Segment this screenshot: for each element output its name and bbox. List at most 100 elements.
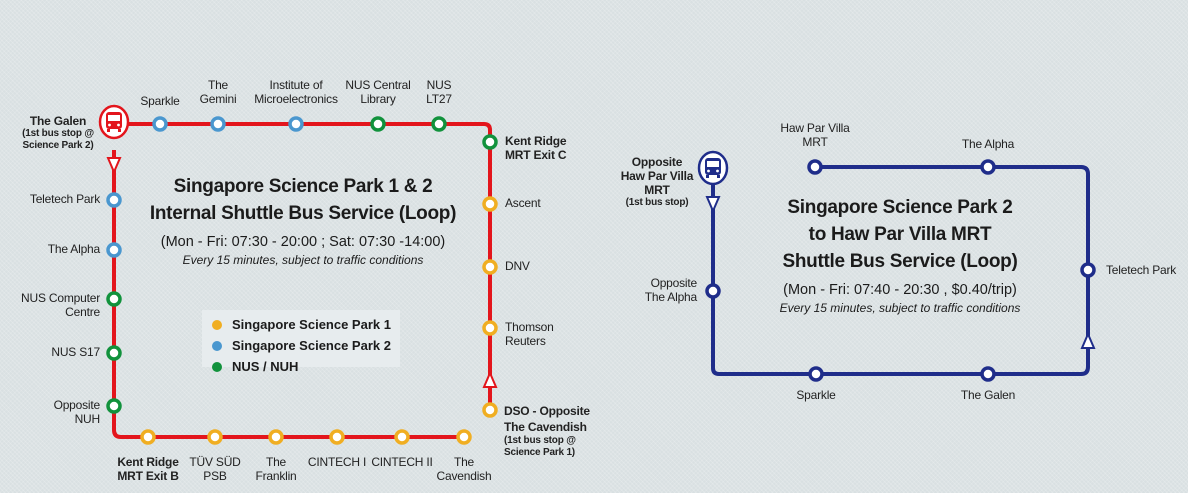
stop-name-l1: NUS Computer: [21, 291, 100, 305]
stop-name: The Galen: [29, 114, 87, 128]
route1-title-line2: Internal Shuttle Bus Service (Loop): [149, 203, 457, 224]
stop-name-l2: Microelectronics: [254, 92, 338, 106]
stop-marker: [207, 429, 223, 445]
stop-label-the-galen: The Galen: [961, 388, 1015, 402]
stop-marker: [431, 116, 447, 132]
stop-name-l2: Library: [360, 92, 396, 106]
stop-marker: [705, 283, 721, 299]
stop-name-l2: Franklin: [255, 469, 297, 483]
stop-name-l2: PSB: [203, 469, 227, 483]
route2-title-line1: Singapore Science Park 2: [787, 197, 1013, 218]
stop-marker: [106, 345, 122, 361]
legend-item-park1: Singapore Science Park 1: [212, 314, 400, 335]
stop-marker: [482, 196, 498, 212]
route2-line: [711, 165, 1090, 376]
legend-label: Singapore Science Park 2: [232, 338, 391, 353]
stop-marker: [482, 402, 498, 418]
stop-label-sparkle: Sparkle: [140, 94, 179, 108]
stop-name-l1: NUS: [426, 78, 452, 92]
route2-title-line2: to Haw Par Villa MRT: [808, 224, 992, 245]
stop-marker: [106, 242, 122, 258]
stop-label-the-alpha: The Alpha: [962, 137, 1014, 151]
route2-title-block: Singapore Science Park 2 to Haw Par Vill…: [780, 194, 1021, 316]
legend-item-nus: NUS / NUH: [212, 356, 400, 377]
legend-label: Singapore Science Park 1: [232, 317, 391, 332]
stop-label-teletech-park: Teletech Park: [30, 192, 100, 206]
route1-title-block: Singapore Science Park 1 & 2 Internal Sh…: [149, 173, 457, 268]
bus-icon: [98, 104, 130, 140]
stop-marker: [482, 134, 498, 150]
legend-label: NUS / NUH: [232, 359, 299, 374]
route1-title-line1: Singapore Science Park 1 & 2: [173, 176, 433, 197]
stop-label-opposite-haw-par-villa-mrt: Opposite Haw Par Villa MRT (1st bus stop…: [621, 155, 694, 209]
stop-name-l1: CINTECH I: [307, 455, 367, 469]
direction-arrow-up-icon: [1080, 331, 1096, 349]
stop-marker: [482, 320, 498, 336]
stop-name-l1: Ascent: [505, 196, 541, 210]
stop-marker: [807, 159, 823, 175]
route2-title-line3: Shuttle Bus Service (Loop): [782, 251, 1018, 272]
stop-marker: [482, 259, 498, 275]
stop-name-l1: TÜV SÜD: [189, 455, 241, 469]
stop-name-line3: MRT: [644, 183, 670, 197]
stop-name-l2: Cavendish: [436, 469, 492, 483]
stop-marker: [1080, 262, 1096, 278]
stop-name-l1: Teletech Park: [29, 192, 100, 206]
legend-dot-icon: [212, 319, 222, 330]
stop-name-l1: The: [207, 78, 229, 92]
legend: Singapore Science Park 1 Singapore Scien…: [202, 310, 400, 374]
stop-marker: [106, 192, 122, 208]
stop-name-l1: CINTECH II: [371, 455, 433, 469]
stop-label-teletech-park: Teletech Park: [1106, 263, 1176, 277]
stop-label-the-alpha: The Alpha: [48, 242, 100, 256]
stop-name-l1: Thomson: [505, 320, 554, 334]
stop-name-l1: Haw Par Villa: [780, 121, 850, 135]
legend-dot-icon: [212, 340, 222, 351]
stop-name-l2: LT27: [426, 92, 452, 106]
stop-label-cintech-ii: CINTECH II: [371, 455, 433, 469]
stop-name-l2: MRT: [802, 135, 828, 149]
stop-marker: [140, 429, 156, 445]
stop-name-l2: Reuters: [505, 334, 546, 348]
stop-marker: [106, 398, 122, 414]
route1-hours: (Mon - Fri: 07:30 - 20:00 ; Sat: 07:30 -…: [160, 234, 446, 250]
stop-label-dnv: DNV: [505, 259, 530, 273]
stop-name-l2: The Alpha: [644, 290, 697, 304]
first-stop-note-line2: Science Park 1): [504, 447, 575, 458]
stop-name-l2: Centre: [65, 305, 100, 319]
stop-name-line1: DSO - Opposite: [504, 404, 590, 418]
legend-dot-icon: [212, 361, 222, 372]
stop-name-l1: Teletech Park: [1106, 263, 1177, 277]
stop-label-the-galen: The Galen (1st bus stop @ Science Park 2…: [12, 114, 104, 152]
stop-name-l1: DNV: [505, 259, 530, 273]
stop-name-l1: Opposite: [53, 398, 101, 412]
stop-label-nus-s17: NUS S17: [51, 345, 100, 359]
route2-frequency: Every 15 minutes, subject to traffic con…: [779, 301, 1021, 315]
stop-marker: [106, 291, 122, 307]
stop-marker: [152, 116, 168, 132]
stop-name-l1: Opposite: [650, 276, 698, 290]
stop-name-l1: NUS Central: [345, 78, 411, 92]
stop-name-l1: Kent Ridge: [117, 455, 179, 469]
stop-marker: [329, 429, 345, 445]
stop-marker: [394, 429, 410, 445]
stop-name-l1: The Galen: [960, 388, 1016, 402]
stop-marker: [288, 116, 304, 132]
route1-line: [112, 122, 492, 439]
stop-name-l2: Gemini: [199, 92, 237, 106]
stop-label-dso-opposite-the-cavendish: DSO - Opposite The Cavendish (1st bus st…: [504, 403, 590, 459]
first-stop-note: (1st bus stop): [625, 197, 689, 208]
stop-name-l1: NUS S17: [51, 345, 100, 359]
stop-name-l1: Sparkle: [140, 94, 180, 108]
